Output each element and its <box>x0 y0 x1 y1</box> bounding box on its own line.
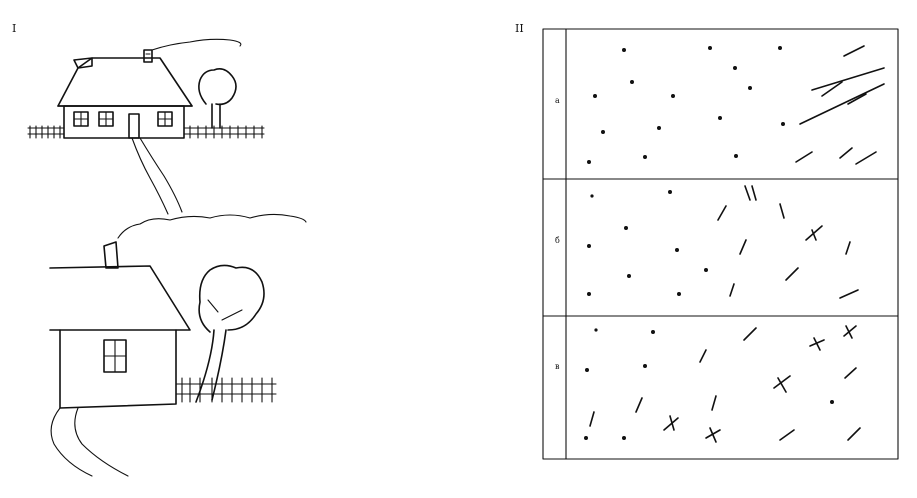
row-b-streaks <box>717 185 859 299</box>
row-a-marks <box>587 46 785 164</box>
small-house-drawing <box>27 38 265 215</box>
panel-label-ii: II <box>515 22 524 35</box>
row-label-a: a <box>555 96 560 105</box>
row-c-streaks <box>589 325 861 443</box>
rain-diagram-frame <box>542 28 899 460</box>
row-c-marks <box>584 328 834 440</box>
row-b-marks <box>587 190 708 296</box>
row-a-streaks <box>795 45 885 165</box>
large-house-drawing <box>49 213 307 477</box>
panel-label-i: I <box>12 22 17 35</box>
row-label-c: в <box>555 362 560 371</box>
row-label-b: б <box>555 236 560 245</box>
